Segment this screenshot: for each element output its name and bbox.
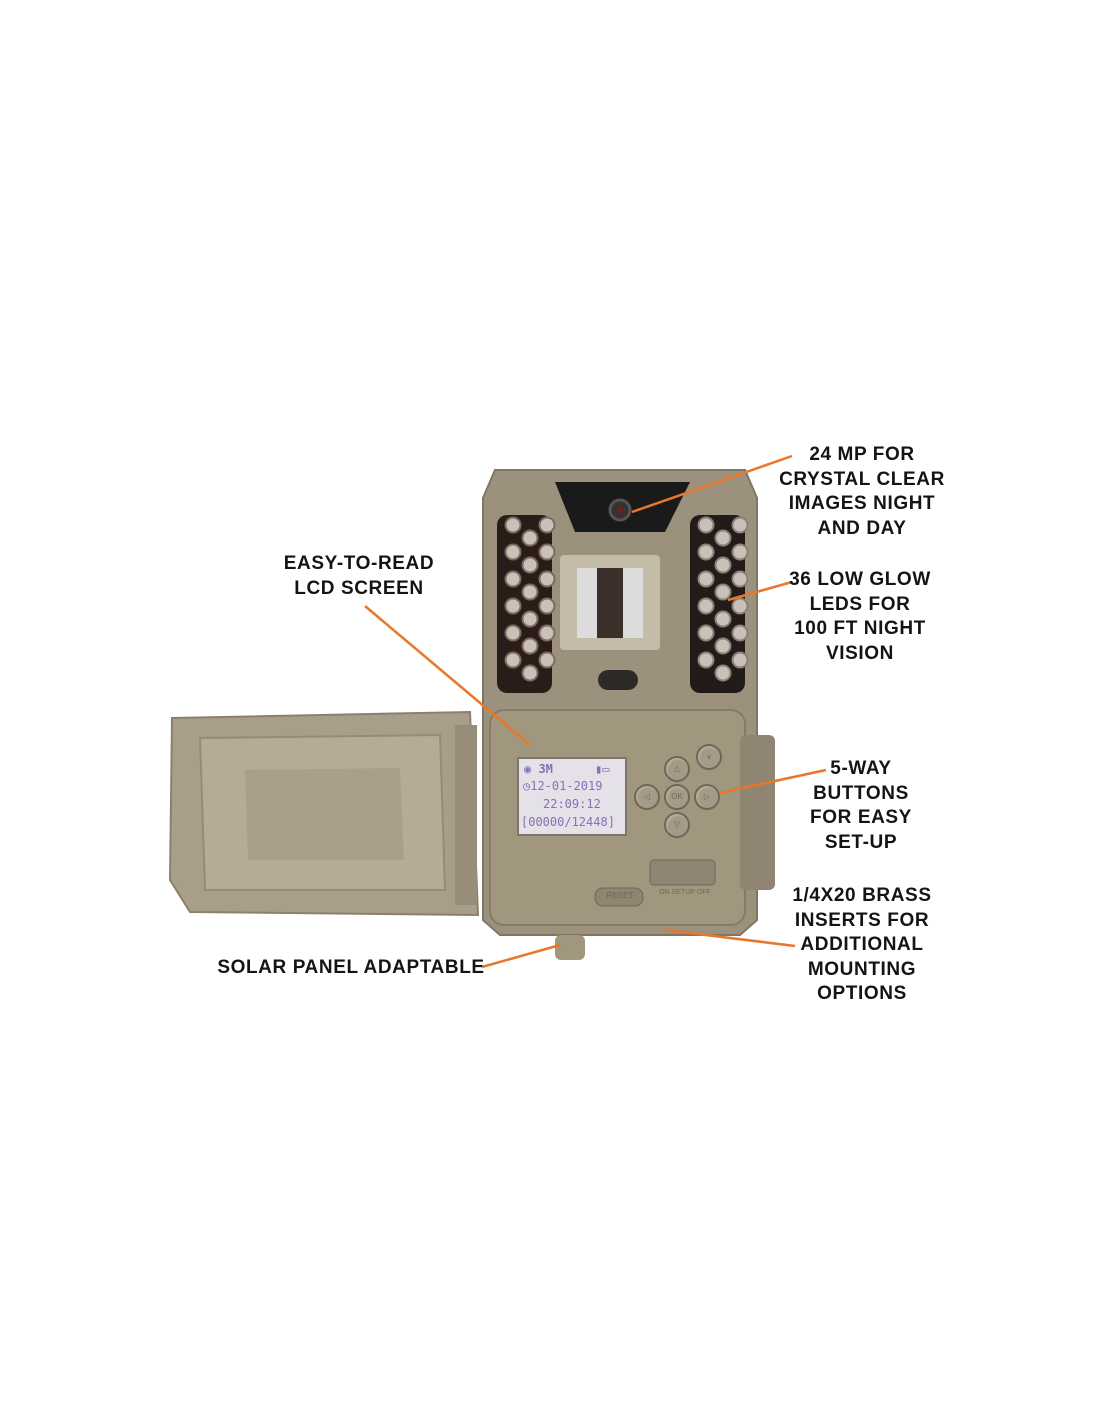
ir-led	[697, 597, 715, 615]
lcd-date: ◷12-01-2019	[523, 779, 603, 793]
callout-solar: SOLAR PANEL ADAPTABLE	[217, 957, 485, 978]
ir-led	[538, 624, 556, 642]
ir-led	[521, 583, 539, 601]
ir-led	[714, 583, 732, 601]
ir-led	[504, 597, 522, 615]
callout-line-lcd	[364, 605, 531, 746]
button-left[interactable]: ◁	[634, 784, 660, 810]
lcd-counter: [00000/12448]	[521, 815, 615, 829]
ir-led	[538, 543, 556, 561]
button-right[interactable]: ▷	[694, 784, 720, 810]
battery-door-lid	[168, 710, 480, 917]
ir-led	[521, 637, 539, 655]
ir-led	[504, 516, 522, 534]
button-up[interactable]: △	[664, 756, 690, 782]
ir-led	[697, 624, 715, 642]
ir-led	[538, 516, 556, 534]
button-extra[interactable]: ∨	[696, 744, 722, 770]
callout-line-inserts	[664, 928, 796, 948]
ir-led	[697, 543, 715, 561]
callout-line-solar	[481, 943, 561, 969]
ir-led	[521, 556, 539, 574]
ir-led	[697, 651, 715, 669]
callout-line-megapixels	[631, 454, 793, 514]
reset-button	[594, 887, 644, 907]
lcd-mode: ◉ 3M	[524, 762, 553, 776]
ir-led	[521, 664, 539, 682]
ir-led	[731, 624, 749, 642]
callout-line-leds	[727, 580, 793, 602]
ir-led	[504, 651, 522, 669]
light-sensor	[598, 670, 638, 690]
ir-led	[521, 529, 539, 547]
button-ok[interactable]: OK	[664, 784, 690, 810]
ir-led	[714, 610, 732, 628]
ir-led	[697, 516, 715, 534]
side-latch	[740, 735, 775, 890]
ir-led	[714, 637, 732, 655]
reset-label: RESET	[606, 891, 634, 900]
ir-led	[697, 570, 715, 588]
ir-led	[731, 597, 749, 615]
ir-led	[504, 543, 522, 561]
power-switch	[649, 859, 716, 886]
callout-line-buttons	[709, 768, 827, 797]
lcd-screen: ◉ 3M ▮▭ ◷12-01-2019 22:09:12 [00000/1244…	[517, 757, 627, 836]
ir-led	[731, 570, 749, 588]
ir-led	[714, 664, 732, 682]
ir-led	[731, 516, 749, 534]
switch-label: ON SETUP OFF	[659, 889, 711, 896]
ir-led	[714, 556, 732, 574]
battery-icon: ▮▭	[595, 762, 610, 776]
ir-led	[731, 543, 749, 561]
ir-led	[538, 597, 556, 615]
ir-led	[538, 570, 556, 588]
solar-port	[555, 935, 585, 960]
ir-led	[714, 529, 732, 547]
ir-led	[504, 570, 522, 588]
ir-led	[504, 624, 522, 642]
ir-led	[538, 651, 556, 669]
ir-led	[731, 651, 749, 669]
lcd-time: 22:09:12	[543, 797, 601, 811]
ir-led	[521, 610, 539, 628]
button-down[interactable]: ▽	[664, 812, 690, 838]
